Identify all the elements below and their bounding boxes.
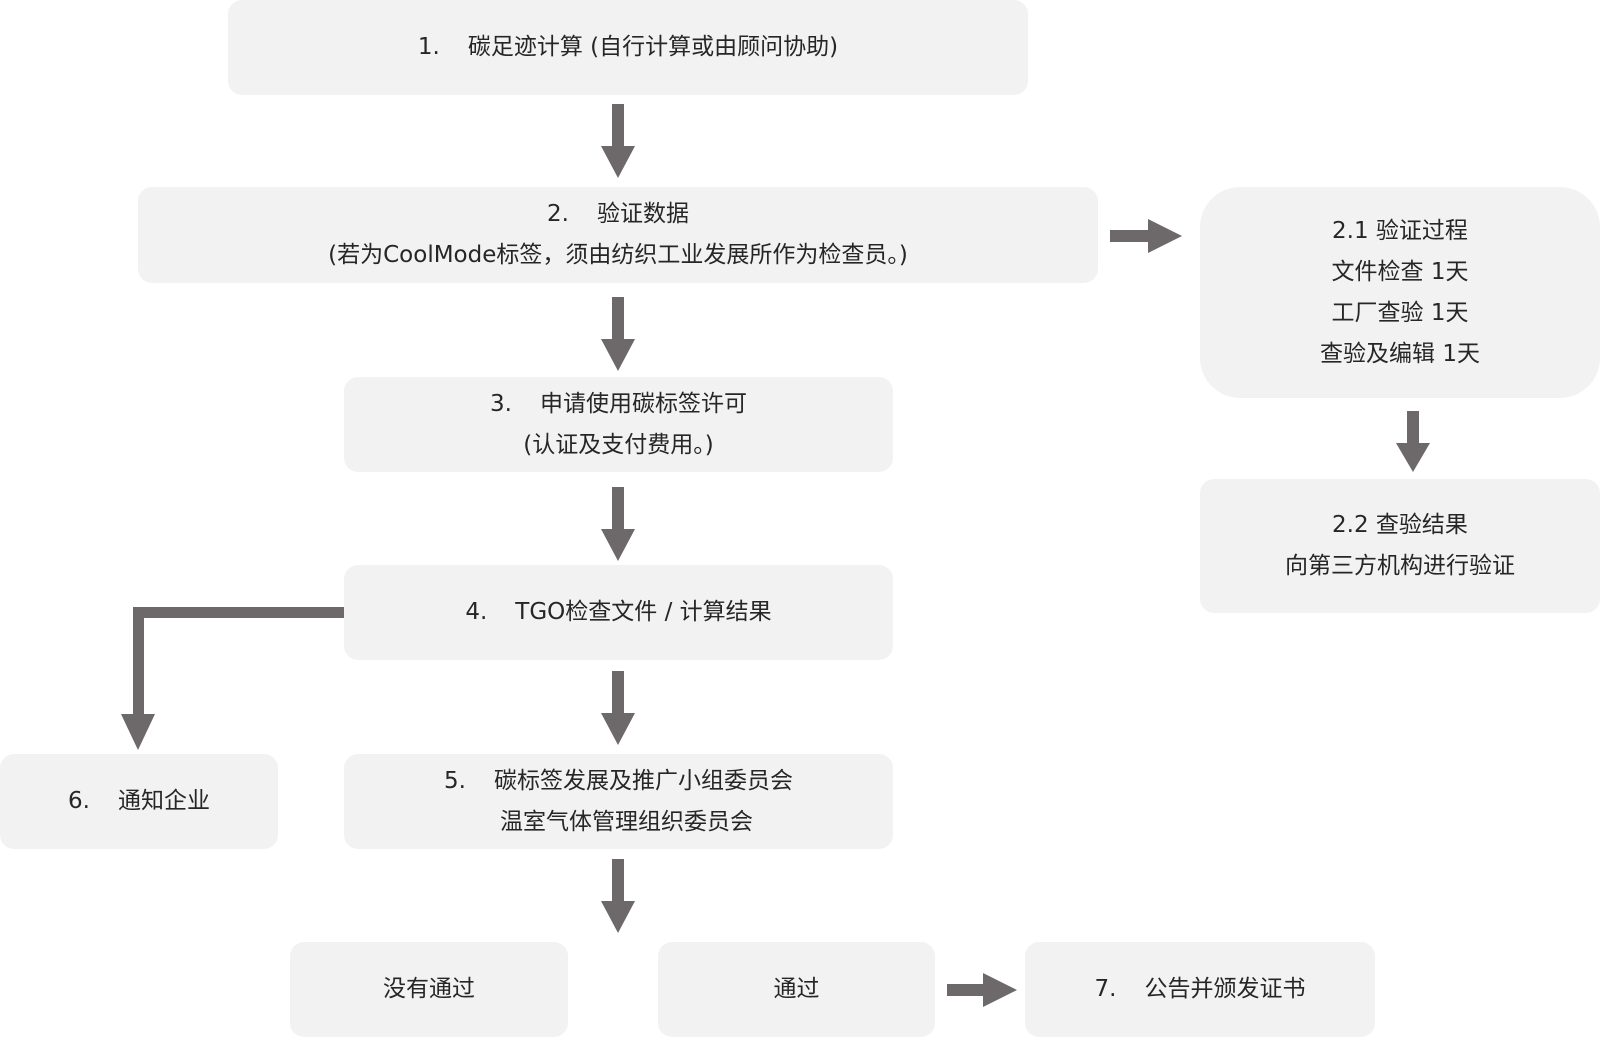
step-2-title: 验证数据 <box>596 201 689 227</box>
arrow-step2-1-to-step2-2 <box>1396 411 1430 472</box>
step-5-line-2: 温室气体管理组织委员会 <box>500 808 754 835</box>
arrow-step2-to-step2-1 <box>1110 219 1182 253</box>
step-2-1-line-1: 文件检查 1天 <box>1331 258 1469 285</box>
step-3-box: 3. 申请使用碳标签许可 (认证及支付费用。) <box>344 377 893 472</box>
step-2-2-title: 2.2 查验结果 <box>1332 512 1468 538</box>
arrow-step5-to-results <box>601 859 635 933</box>
fail-box: 没有通过 <box>290 942 568 1037</box>
step-5-box: 5. 碳标签发展及推广小组委员会 温室气体管理组织委员会 <box>344 754 893 849</box>
pass-box: 通过 <box>658 942 935 1037</box>
step-7-box: 7. 公告并颁发证书 <box>1025 942 1375 1037</box>
step-2-2-line-1: 向第三方机构进行验证 <box>1285 553 1515 579</box>
step-4-label: 4. TGO检查文件 / 计算结果 <box>465 592 771 633</box>
step-6-box: 6. 通知企业 <box>0 754 278 849</box>
step-1-box: 1. 碳足迹计算 (自行计算或由顾问协助) <box>228 0 1028 95</box>
step-7-label: 7. 公告并颁发证书 <box>1095 969 1306 1010</box>
step-2-1-line-2: 工厂查验 1天 <box>1331 299 1469 326</box>
step-3-note: (认证及支付费用。) <box>523 431 714 458</box>
step-4-box: 4. TGO检查文件 / 计算结果 <box>344 565 893 660</box>
arrow-step1-to-step2 <box>601 104 635 178</box>
step-2-1-title: 2.1 验证过程 <box>1332 217 1468 244</box>
step-5-number: 5. <box>444 767 466 794</box>
step-5-line-1: 碳标签发展及推广小组委员会 <box>493 767 793 794</box>
step-4-number: 4. <box>465 599 488 625</box>
step-7-number: 7. <box>1094 976 1117 1002</box>
step-1-text: 碳足迹计算 (自行计算或由顾问协助) <box>467 34 839 60</box>
pass-text: 通过 <box>773 976 820 1002</box>
step-6-text: 通知企业 <box>117 788 210 814</box>
arrow-step3-to-step4 <box>601 487 635 561</box>
step-2-number: 2. <box>547 201 569 227</box>
arrow-step4-to-step6 <box>121 607 344 750</box>
step-2-1-box: 2.1 验证过程 文件检查 1天 工厂查验 1天 查验及编辑 1天 <box>1200 187 1600 398</box>
step-2-1-line-3: 查验及编辑 1天 <box>1320 340 1480 367</box>
fail-text: 没有通过 <box>383 976 475 1002</box>
arrow-pass-to-step7 <box>947 973 1017 1007</box>
step-3-title: 申请使用碳标签许可 <box>539 390 747 417</box>
step-2-title-line: 2. 验证数据 <box>547 194 689 235</box>
step-7-text: 公告并颁发证书 <box>1144 976 1306 1002</box>
step-5-line-1-wrap: 5. 碳标签发展及推广小组委员会 <box>444 761 793 802</box>
step-1-label: 1. 碳足迹计算 (自行计算或由顾问协助) <box>418 27 838 68</box>
step-2-2-box: 2.2 查验结果 向第三方机构进行验证 <box>1200 479 1600 613</box>
step-1-number: 1. <box>417 34 440 60</box>
step-6-number: 6. <box>68 788 90 814</box>
step-2-note: (若为CoolMode标签，须由纺织工业发展所作为检查员。) <box>328 242 908 268</box>
step-6-label: 6. 通知企业 <box>68 781 210 822</box>
arrow-step2-to-step3 <box>601 297 635 371</box>
step-3-number: 3. <box>490 390 512 417</box>
step-2-box: 2. 验证数据 (若为CoolMode标签，须由纺织工业发展所作为检查员。) <box>138 187 1098 283</box>
step-3-title-line: 3. 申请使用碳标签许可 <box>490 384 747 425</box>
arrow-step4-to-step5 <box>601 671 635 745</box>
step-4-text: TGO检查文件 / 计算结果 <box>515 599 772 625</box>
